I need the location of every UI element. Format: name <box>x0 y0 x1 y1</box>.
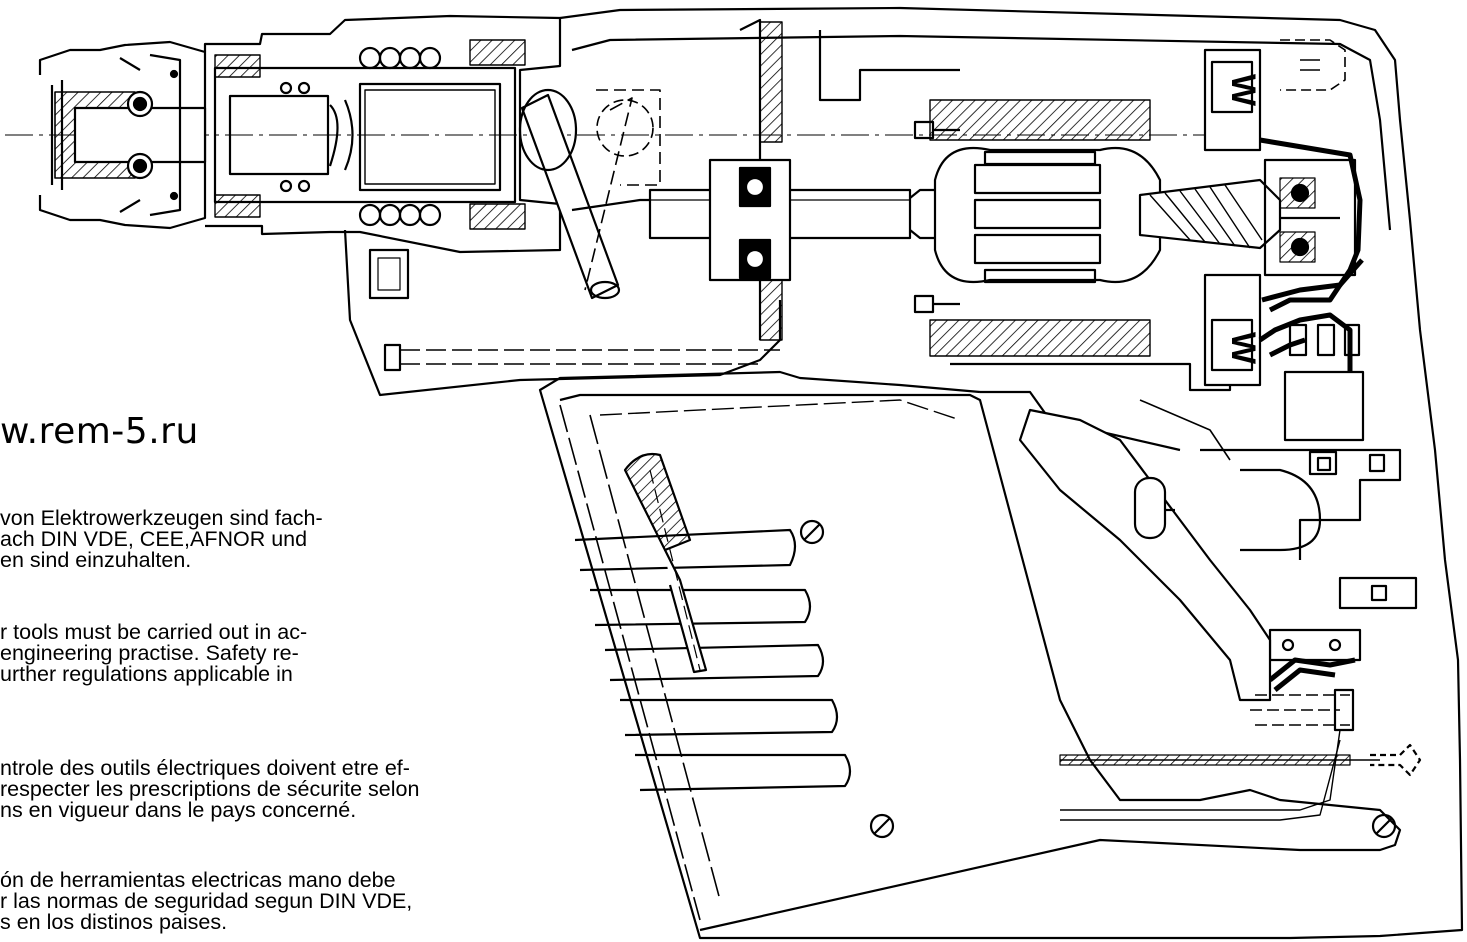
screw-upper <box>799 519 825 545</box>
rear-bearing <box>1263 158 1357 277</box>
motor-housing <box>538 6 1464 940</box>
barrel-assembly <box>203 14 562 254</box>
trigger <box>1018 399 1272 702</box>
service-note-french: ntrole des outils électriques doivent et… <box>0 756 420 822</box>
brush-spring-mark-top: W <box>1224 74 1262 107</box>
gear-housing <box>343 229 782 397</box>
screw-lower <box>869 813 895 839</box>
armature <box>913 120 1282 314</box>
armature-shaft <box>648 158 935 282</box>
brush-spring-mark-bottom: W <box>1224 332 1262 365</box>
brush-holder-top <box>1203 48 1262 152</box>
service-note-english: r tools must be carried out in ac- engin… <box>0 620 308 686</box>
rear-cap-dashed <box>1280 39 1346 91</box>
watermark-url: w.rem-5.ru <box>0 411 199 452</box>
chuck-assembly <box>38 40 207 230</box>
carbon-brush-spare <box>623 452 708 674</box>
brush-holder-bottom <box>1203 273 1262 387</box>
connecting-rod <box>518 88 661 300</box>
switch-assembly <box>1200 323 1418 662</box>
service-note-spanish: ón de herramientas electricas mano debe … <box>0 868 413 934</box>
handle <box>559 393 1402 932</box>
service-note-german: von Elektrowerkzeugen sind fach- ach DIN… <box>0 506 323 572</box>
screw-rear <box>1371 813 1397 839</box>
